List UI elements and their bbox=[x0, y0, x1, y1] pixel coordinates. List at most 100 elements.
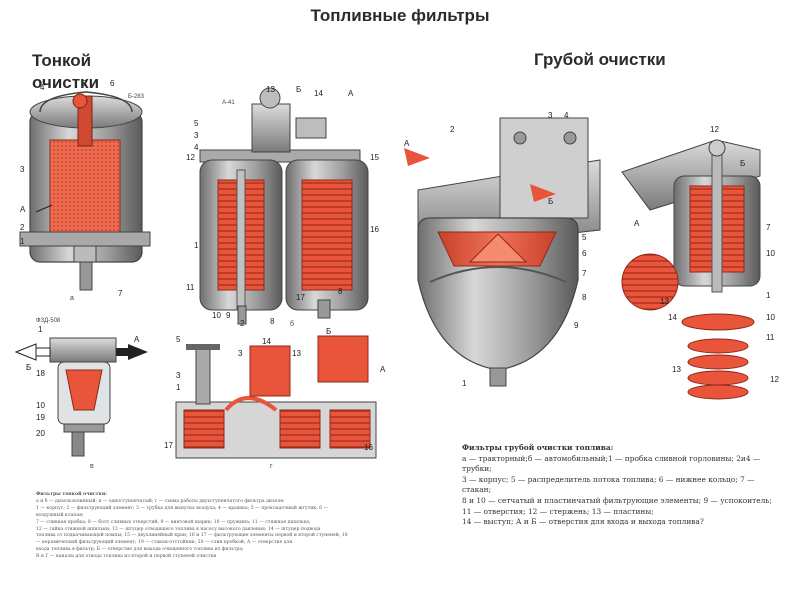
coarse-caption-line: стакан; bbox=[462, 485, 492, 495]
svg-text:13: 13 bbox=[266, 85, 275, 94]
svg-text:2: 2 bbox=[450, 125, 455, 134]
fine-caption-title: Фильтры тонкой очистки: bbox=[36, 492, 107, 497]
svg-text:13: 13 bbox=[672, 365, 681, 374]
svg-text:10: 10 bbox=[766, 313, 775, 322]
fine-caption-line: входа топлива в фильтр; Б — отверстие дл… bbox=[36, 547, 244, 553]
svg-text:7: 7 bbox=[118, 289, 123, 298]
svg-text:8: 8 bbox=[270, 317, 275, 326]
coarse-caption-line: трубки; bbox=[462, 464, 492, 474]
svg-text:3: 3 bbox=[194, 131, 199, 140]
svg-text:А: А bbox=[134, 335, 140, 344]
fine-caption-line: топлива от подкачивающей помпы; 15 — дву… bbox=[36, 533, 348, 539]
svg-text:12: 12 bbox=[710, 125, 719, 134]
fine-filter-d: 5 3 1 3 14 13 Б А 17 16 г bbox=[164, 327, 386, 470]
svg-text:А: А bbox=[380, 365, 386, 374]
svg-text:А: А bbox=[348, 89, 354, 98]
svg-text:3: 3 bbox=[548, 111, 553, 120]
coarse-filter-b: 12 Б А 7 10 1 13 14 10 11 13 12 bbox=[621, 125, 779, 400]
coarse-caption-line: 3 — корпус; 5 — распределитель потока то… bbox=[462, 474, 755, 484]
svg-text:13: 13 bbox=[660, 297, 669, 306]
svg-text:8: 8 bbox=[582, 293, 587, 302]
svg-text:11: 11 bbox=[186, 283, 195, 292]
svg-text:Б: Б bbox=[548, 197, 553, 206]
svg-text:Б: Б bbox=[740, 159, 745, 168]
svg-text:5: 5 bbox=[582, 233, 587, 242]
fine-filter-c: ФЗД-508 1 Б А 18 10 19 20 в bbox=[14, 318, 148, 470]
svg-text:14: 14 bbox=[262, 337, 271, 346]
svg-text:3: 3 bbox=[238, 349, 243, 358]
svg-text:7: 7 bbox=[582, 269, 587, 278]
svg-text:13: 13 bbox=[292, 349, 301, 358]
fine-caption-line: 12 — гайка стяжной шпильки; 13 — штуцер … bbox=[36, 526, 321, 532]
section-title-coarse: Грубой очистки bbox=[534, 50, 666, 69]
svg-text:1: 1 bbox=[766, 291, 771, 300]
fine-caption-line: а и б — дизельзелинный; в — одноступенча… bbox=[36, 498, 285, 504]
coarse-filter-a: 2 3 4 А Б 5 6 7 8 9 1 bbox=[404, 111, 601, 388]
fine-caption-line: — керамический фильтрующий элемент; 19 —… bbox=[36, 540, 293, 546]
svg-text:16: 16 bbox=[370, 225, 379, 234]
svg-text:г: г bbox=[270, 463, 273, 470]
svg-text:б: б bbox=[290, 320, 294, 328]
svg-text:7: 7 bbox=[766, 223, 771, 232]
coarse-caption-line: 14 — выступ; А и Б — отверстия для входа… bbox=[462, 517, 704, 527]
svg-text:1: 1 bbox=[38, 325, 43, 334]
svg-text:А: А bbox=[634, 219, 640, 228]
svg-text:ФЗД-508: ФЗД-508 bbox=[36, 318, 61, 324]
svg-text:1: 1 bbox=[462, 379, 467, 388]
coarse-caption-line: а — тракторный;б — автомобильный;1 — про… bbox=[462, 453, 761, 463]
svg-text:5: 5 bbox=[82, 79, 87, 88]
fine-filter-a: 4 6 5 3 2 1 А 7 а Б-283 bbox=[19, 79, 151, 302]
fine-caption-line: В и Г — каналы для отвода топлива из вто… bbox=[36, 554, 217, 560]
svg-text:8: 8 bbox=[338, 287, 343, 296]
svg-text:14: 14 bbox=[668, 313, 677, 322]
svg-text:А-41: А-41 bbox=[222, 100, 235, 106]
coarse-caption-line: 8 и 10 — сетчатый и пластинчатый фильтру… bbox=[462, 495, 772, 505]
svg-text:9: 9 bbox=[574, 321, 579, 330]
svg-text:2: 2 bbox=[240, 319, 245, 328]
svg-text:17: 17 bbox=[296, 293, 305, 302]
svg-text:Б: Б bbox=[296, 85, 301, 94]
svg-text:в: в bbox=[90, 463, 94, 470]
fine-caption-line: воздушный клапан; bbox=[36, 512, 84, 518]
coarse-caption-title: Фильтры грубой очистки топлива: bbox=[462, 443, 614, 452]
svg-text:3: 3 bbox=[20, 165, 25, 174]
svg-text:9: 9 bbox=[226, 311, 231, 320]
svg-text:4: 4 bbox=[194, 143, 199, 152]
svg-text:4: 4 bbox=[40, 83, 45, 92]
svg-text:Б-283: Б-283 bbox=[128, 94, 145, 100]
svg-text:6: 6 bbox=[582, 249, 587, 258]
svg-text:4: 4 bbox=[564, 111, 569, 120]
svg-text:10: 10 bbox=[766, 249, 775, 258]
svg-text:16: 16 bbox=[364, 443, 373, 452]
coarse-caption-line: 11 — отверстия; 12 — стержень; 13 — плас… bbox=[462, 506, 654, 516]
svg-text:14: 14 bbox=[314, 89, 323, 98]
svg-text:а: а bbox=[70, 295, 74, 302]
svg-text:5: 5 bbox=[176, 335, 181, 344]
svg-text:Б: Б bbox=[26, 363, 31, 372]
section-title-fine: Тонкой очистки bbox=[32, 51, 100, 92]
svg-text:20: 20 bbox=[36, 429, 45, 438]
svg-text:17: 17 bbox=[164, 441, 173, 450]
coarse-filter-caption: Фильтры грубой очистки топлива: а — трак… bbox=[462, 443, 782, 528]
svg-text:10: 10 bbox=[36, 401, 45, 410]
fine-filter-b: А-41 13 Б 14 А 5 3 4 12 15 16 1 11 17 8 … bbox=[186, 85, 379, 328]
fine-caption-line: 1 — корпус; 2 — фильтрующий элемент; 3 —… bbox=[36, 505, 329, 511]
svg-text:5: 5 bbox=[194, 119, 199, 128]
fine-caption-line: 7 — сливная пробка; 8 — болт сливных отв… bbox=[36, 519, 311, 525]
fine-filter-caption: Фильтры тонкой очистки: а и б — дизельзе… bbox=[36, 492, 396, 561]
svg-text:11: 11 bbox=[766, 333, 775, 342]
svg-text:6: 6 bbox=[110, 79, 115, 88]
svg-text:18: 18 bbox=[36, 369, 45, 378]
svg-text:Б: Б bbox=[326, 327, 331, 336]
svg-text:1: 1 bbox=[176, 383, 181, 392]
svg-text:10: 10 bbox=[212, 311, 221, 320]
svg-text:3: 3 bbox=[176, 371, 181, 380]
svg-text:1: 1 bbox=[194, 241, 199, 250]
svg-text:15: 15 bbox=[370, 153, 379, 162]
svg-text:А: А bbox=[404, 139, 410, 148]
svg-text:12: 12 bbox=[770, 375, 779, 384]
page-title: Топливные фильтры bbox=[310, 6, 490, 25]
svg-text:2: 2 bbox=[20, 223, 25, 232]
svg-text:12: 12 bbox=[186, 153, 195, 162]
